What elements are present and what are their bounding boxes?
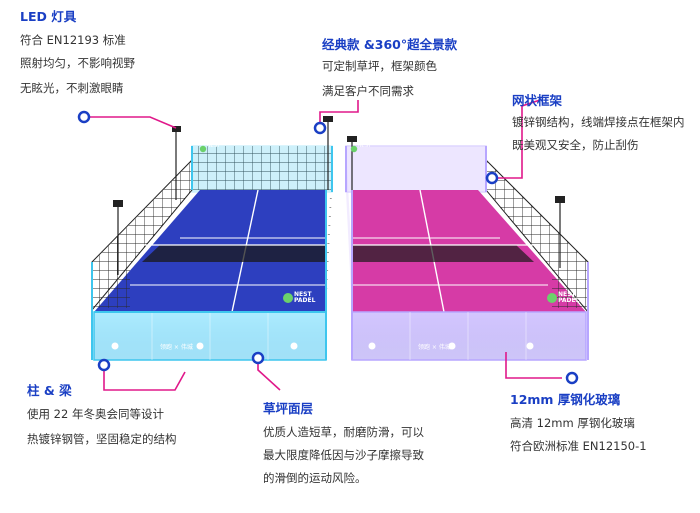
callout-glass-line-2: 符合欧洲标准 EN12150-1 xyxy=(510,439,647,453)
blue-brand-badge-net xyxy=(283,293,293,303)
callout-line-led xyxy=(84,116,177,129)
blue-net xyxy=(142,245,326,262)
callout-column-line-1: 使用 22 年冬奥会同等设计 xyxy=(27,407,164,421)
callout-glass-line-1: 高清 12mm 厚钢化玻璃 xyxy=(510,416,635,430)
callout-mesh-line-1: 镀锌钢结构，线端焊接点在框架内 xyxy=(512,115,685,129)
callout-led-title: LED 灯具 xyxy=(20,9,77,24)
blue-ad-label: 领跑 × 伟城 xyxy=(160,344,193,351)
pink-net-brand-label: NEST PADEL xyxy=(558,292,579,304)
callout-dot-mesh xyxy=(485,171,499,185)
callout-turf-title: 草坪面层 xyxy=(263,401,314,416)
pink-brand-badge-top xyxy=(350,145,358,153)
pink-net-brand-bottom: PADEL xyxy=(558,297,580,304)
blue-right-mesh xyxy=(326,160,332,312)
callout-mesh-line-2: 既美观又安全，防止刮伤 xyxy=(512,138,639,152)
pink-net xyxy=(352,245,534,262)
pink-brand-top: NEST xyxy=(358,143,372,149)
blue-net-brand-bottom: PADEL xyxy=(294,297,316,304)
pink-back-glass xyxy=(345,145,487,193)
callout-glass-title: 12mm 厚钢化玻璃 xyxy=(510,392,621,407)
pink-ad-text: 领跑 × 伟城 xyxy=(418,342,451,351)
blue-brand-top: NEST xyxy=(207,143,221,149)
pink-brand-label: NEST xyxy=(358,144,371,149)
callout-dot-turf xyxy=(251,351,265,365)
callout-turf-line-2: 最大限度降低因与沙子摩擦导致 xyxy=(263,448,424,462)
callout-dot-led xyxy=(77,110,91,124)
callout-turf: 草坪面层 优质人造短草，耐磨防滑，可以 最大限度降低因与沙子摩擦导致 的滑倒的运… xyxy=(263,401,424,486)
pink-brand-badge-net xyxy=(547,293,557,303)
pink-court xyxy=(345,136,589,361)
callout-classic: 经典款 &360°超全景款 可定制草坪，框架颜色 满足客户不同需求 xyxy=(322,37,457,99)
pink-net-brand-top: NEST xyxy=(558,291,576,298)
callout-column: 柱 & 梁 使用 22 年冬奥会同等设计 热镀锌钢管，坚固稳定的结构 xyxy=(27,383,177,447)
callout-mesh-title: 网状框架 xyxy=(512,93,563,108)
blue-brand-label: NEST xyxy=(207,144,220,149)
blue-net-brand-top: NEST xyxy=(294,291,312,298)
callout-dot-glass xyxy=(565,371,579,385)
callout-classic-title: 经典款 &360°超全景款 xyxy=(322,37,458,52)
blue-brand-badge-top xyxy=(199,145,207,153)
blue-net-brand-label: NEST PADEL xyxy=(294,292,315,304)
callout-column-line-2: 热镀锌钢管，坚固稳定的结构 xyxy=(27,432,177,446)
callout-line-classic xyxy=(319,100,359,128)
callout-line-mesh xyxy=(492,99,541,179)
callout-turf-line-1: 优质人造短草，耐磨防滑，可以 xyxy=(263,425,424,439)
callout-glass: 12mm 厚钢化玻璃 高清 12mm 厚钢化玻璃 符合欧洲标准 EN12150-… xyxy=(510,392,647,454)
callout-led-line-3: 无眩光，不刺激眼睛 xyxy=(20,81,124,95)
blue-court xyxy=(91,116,333,361)
callout-turf-line-3: 的滑倒的运动风险。 xyxy=(263,471,367,485)
callout-mesh: 网状框架 镀锌钢结构，线端焊接点在框架内 既美观又安全，防止刮伤 xyxy=(512,93,685,153)
callout-led-line-1: 符合 EN12193 标准 xyxy=(20,33,126,47)
callout-led: LED 灯具 符合 EN12193 标准 照射均匀，不影响视野 无眩光，不刺激眼… xyxy=(20,9,135,96)
callout-dot-classic xyxy=(313,121,327,135)
callout-line-column xyxy=(103,365,186,391)
pink-front-glass xyxy=(351,311,587,361)
blue-ad-text: 领跑 × 伟城 xyxy=(160,342,193,351)
callout-classic-line-1: 可定制草坪，框架颜色 xyxy=(322,59,437,73)
callout-dots xyxy=(77,110,579,385)
pink-left-glass xyxy=(346,146,352,312)
callout-dot-column xyxy=(97,358,111,372)
callout-line-glass xyxy=(505,352,562,379)
pink-ad-label: 领跑 × 伟城 xyxy=(418,344,451,351)
blue-back-glass xyxy=(191,145,333,193)
callout-led-line-2: 照射均匀，不影响视野 xyxy=(20,56,135,70)
callout-classic-line-2: 满足客户不同需求 xyxy=(322,84,414,98)
blue-back-mesh xyxy=(192,146,332,190)
callout-column-title: 柱 & 梁 xyxy=(27,383,72,398)
